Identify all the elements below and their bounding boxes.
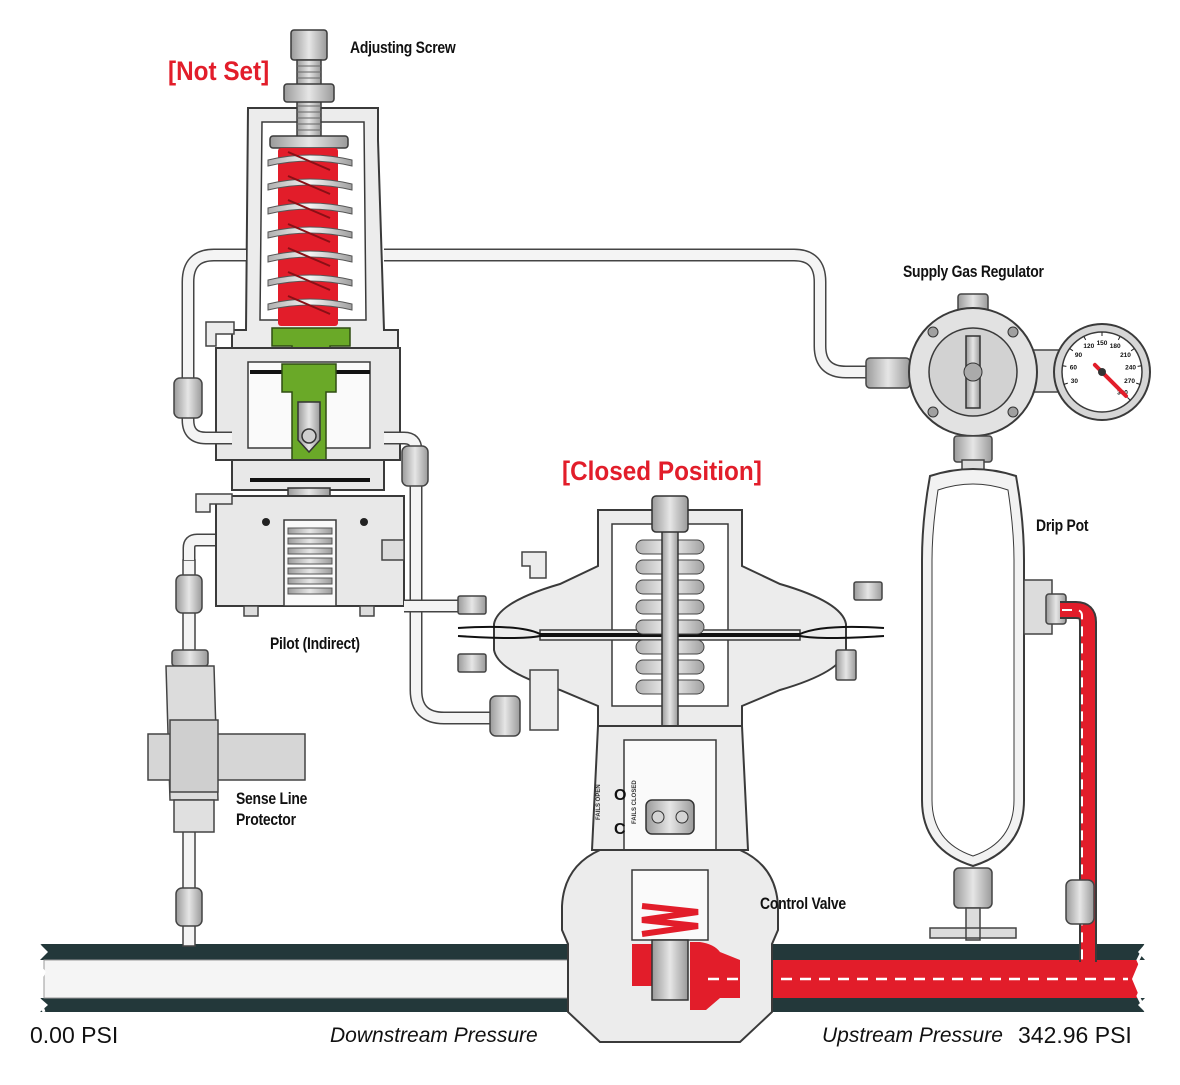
sense-fitting-upper bbox=[175, 574, 203, 614]
pipe-bottom-wall-downstream bbox=[40, 998, 590, 1012]
protector-outlet bbox=[173, 799, 215, 833]
main-pipe bbox=[32, 943, 1148, 1013]
upstream-sense-tube bbox=[1060, 601, 1097, 962]
sense-line-label: Sense Line bbox=[236, 789, 308, 808]
pipe-break-right bbox=[1136, 943, 1148, 1013]
drip-pot bbox=[921, 459, 1067, 941]
pipe-break-left bbox=[32, 943, 46, 1013]
drip-pot-label: Drip Pot bbox=[1036, 516, 1089, 535]
valve-position-status: [Closed Position] bbox=[562, 456, 762, 486]
fail-open-label: FAILS OPEN bbox=[596, 784, 602, 820]
pilot-lower-body bbox=[231, 459, 385, 491]
control-valve: O C FAILS OPEN FAILS CLOSED bbox=[457, 495, 885, 1043]
fail-closed-label: FAILS CLOSED bbox=[632, 780, 638, 824]
gauge-tick-mark bbox=[1117, 336, 1121, 341]
gauge-tick-90: 90 bbox=[1075, 352, 1083, 359]
gauge-tick-180: 180 bbox=[1110, 343, 1121, 350]
supply-gas-regulator-label: Supply Gas Regulator bbox=[903, 262, 1044, 281]
upstream-pressure-value: 342.96 PSI bbox=[1018, 1022, 1132, 1048]
pipe-bottom-wall-upstream bbox=[700, 998, 1145, 1012]
protector-collar bbox=[169, 719, 219, 793]
valve-inner-spring bbox=[641, 903, 699, 937]
sense-fitting-lower bbox=[175, 887, 203, 927]
gauge-tick-mark bbox=[1130, 348, 1135, 352]
pipe-top-wall-upstream bbox=[700, 944, 1145, 960]
drain-handle bbox=[929, 907, 1017, 941]
upstream-pressure-label: Upstream Pressure bbox=[822, 1024, 1003, 1047]
open-mark: O bbox=[614, 787, 626, 804]
gauge-tick-60: 60 bbox=[1070, 365, 1078, 372]
gauge-tick-30: 30 bbox=[1071, 378, 1079, 385]
control-valve-label: Control Valve bbox=[760, 894, 846, 913]
protector-nut bbox=[171, 649, 209, 667]
supply-gas-regulator bbox=[865, 293, 1061, 463]
gauge-tick-mark bbox=[1063, 382, 1068, 385]
closed-mark: C bbox=[614, 821, 626, 838]
gauge-tick-240: 240 bbox=[1125, 365, 1136, 372]
pilot-spring bbox=[267, 148, 353, 326]
gauge-tick-150: 150 bbox=[1097, 340, 1108, 347]
gauge-tick-120: 120 bbox=[1083, 343, 1094, 350]
downstream-pressure-value: 0.00 PSI bbox=[30, 1022, 119, 1048]
pilot-setting-status: [Not Set] bbox=[168, 56, 270, 86]
adjusting-screw-locknut bbox=[283, 83, 335, 103]
gauge-tick-mark bbox=[1127, 397, 1131, 401]
adjusting-screw-head bbox=[290, 29, 328, 61]
sense-line-protector bbox=[147, 649, 306, 833]
downstream-pressure-label: Downstream Pressure bbox=[330, 1024, 538, 1047]
gauge-tick-group: 306090120150180210240270300 bbox=[1062, 332, 1142, 401]
gauge-tick-270: 270 bbox=[1124, 378, 1135, 385]
pilot-label: Pilot (Indirect) bbox=[270, 634, 360, 653]
pilot-inner-valve bbox=[297, 401, 321, 454]
valve-inlet-pressurized bbox=[690, 942, 740, 1010]
pilot-bellows bbox=[287, 527, 333, 595]
pipe-interior-downstream bbox=[43, 959, 591, 999]
gauge-tick-mark bbox=[1083, 336, 1087, 341]
gauge-tick-mark bbox=[1137, 365, 1142, 367]
gauge-tick-mark bbox=[1136, 382, 1141, 385]
gauge-tick-mark bbox=[1062, 365, 1067, 367]
adjusting-screw-label: Adjusting Screw bbox=[350, 38, 456, 57]
stem-top-nut bbox=[651, 495, 689, 533]
pipe-top-wall-downstream bbox=[40, 944, 590, 960]
gauge-tick-mark bbox=[1069, 348, 1074, 352]
sense-line-protector-label: Protector bbox=[236, 810, 296, 829]
pilot-tubing bbox=[173, 248, 866, 737]
pressure-gauge: 306090120150180210240270300 bbox=[1053, 323, 1151, 421]
pilot bbox=[195, 29, 405, 617]
sense-line bbox=[175, 533, 222, 947]
gauge-tick-210: 210 bbox=[1120, 352, 1131, 359]
